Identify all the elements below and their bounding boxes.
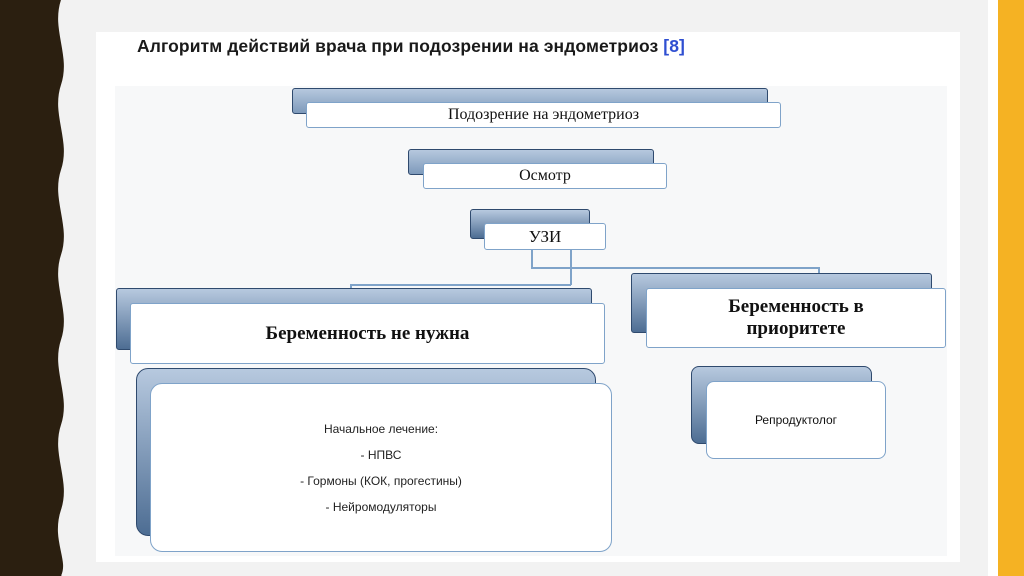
connector-ultrasound-down <box>531 249 533 268</box>
pregnancy-priority-label-line2: приоритете <box>746 318 846 339</box>
right-gap <box>988 0 998 576</box>
treatment-list: Начальное лечение: - НПВС - Гормоны (КОК… <box>300 416 462 520</box>
treatment-item: - Гормоны (КОК, прогестины) <box>300 473 462 488</box>
connector-left-down <box>350 284 352 290</box>
no-pregnancy-box: Беременность не нужна <box>130 303 605 364</box>
exam-box: Осмотр <box>423 163 667 189</box>
connector-branch-horizontal <box>531 267 820 269</box>
connector-left-horizontal <box>350 284 571 286</box>
decorative-wave-strip <box>0 0 66 576</box>
reference-link[interactable]: [8] <box>663 36 685 56</box>
reproductologist-box: Репродуктолог <box>706 381 886 459</box>
treatment-item: - Нейромодуляторы <box>325 499 437 514</box>
suspicion-label: Подозрение на эндометриоз <box>447 106 640 123</box>
treatment-heading: Начальное лечение: <box>323 421 439 436</box>
slide-title: Алгоритм действий врача при подозрении н… <box>137 36 685 57</box>
title-text: Алгоритм действий врача при подозрении н… <box>137 36 659 56</box>
exam-label: Осмотр <box>519 167 571 184</box>
treatment-item: - НПВС <box>360 447 402 462</box>
accent-side-bar <box>998 0 1024 576</box>
connector-right-down <box>818 267 820 274</box>
treatment-box: Начальное лечение: - НПВС - Гормоны (КОК… <box>150 383 612 552</box>
pregnancy-priority-label-line1: Беременность в <box>728 296 864 317</box>
ultrasound-box: УЗИ <box>484 223 606 250</box>
suspicion-box: Подозрение на эндометриоз <box>306 102 781 128</box>
reproductologist-label: Репродуктолог <box>754 413 838 427</box>
ultrasound-label: УЗИ <box>528 226 562 246</box>
connector-left-branch <box>570 249 572 285</box>
no-pregnancy-label: Беременность не нужна <box>265 322 470 344</box>
pregnancy-priority-box: Беременность в приоритете <box>646 288 946 348</box>
